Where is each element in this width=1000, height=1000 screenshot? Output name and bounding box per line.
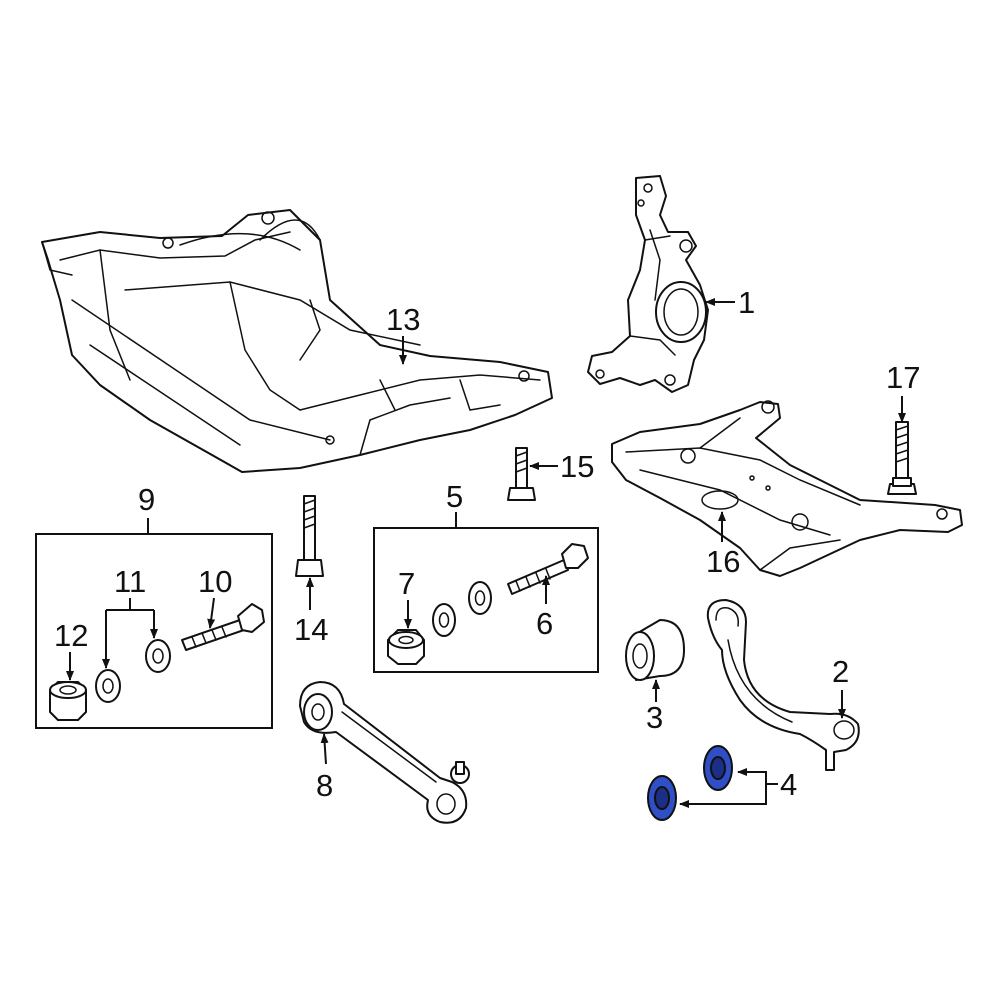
hardware-kit-box-5	[373, 527, 599, 673]
callout-2: 2	[832, 654, 849, 689]
callout-15: 15	[560, 449, 594, 484]
washer-part-11b[interactable]	[145, 639, 171, 673]
callout-13: 13	[386, 302, 420, 337]
bolt-part-6[interactable]	[507, 543, 589, 595]
callout-6: 6	[536, 606, 553, 641]
callout-labels: 1 2 3 4 5 6 7 8 9 10 11 12 13 14 15 16 1…	[54, 285, 920, 803]
bushing-part-4b[interactable]	[703, 745, 733, 791]
callout-14: 14	[294, 612, 328, 647]
washer-part-11a[interactable]	[95, 669, 121, 703]
bolt-part-17[interactable]	[887, 421, 917, 495]
callout-9: 9	[138, 482, 155, 517]
washer-part-5a[interactable]	[432, 603, 456, 637]
callout-7: 7	[398, 566, 415, 601]
callout-1: 1	[738, 285, 755, 320]
callout-12: 12	[54, 618, 88, 653]
callout-11: 11	[114, 564, 146, 599]
callout-3: 3	[646, 700, 663, 735]
callout-16: 16	[706, 544, 740, 579]
callout-5: 5	[446, 479, 463, 514]
bushing-part-4a[interactable]	[647, 775, 677, 821]
bolt-part-15[interactable]	[507, 447, 536, 501]
washer-part-5b[interactable]	[468, 581, 492, 615]
bolt-part-14[interactable]	[295, 495, 324, 577]
nut-part-12[interactable]	[49, 681, 87, 721]
engine-cradle-part-13[interactable]	[41, 209, 553, 473]
control-arm-part-2[interactable]	[706, 599, 860, 771]
callout-8: 8	[316, 768, 333, 803]
callout-17: 17	[886, 360, 920, 395]
hardware-kit-box-9	[35, 533, 273, 729]
bushing-part-3[interactable]	[625, 619, 685, 681]
nut-part-7[interactable]	[387, 629, 425, 665]
callout-4: 4	[780, 767, 797, 802]
crossmember-part-16[interactable]	[611, 400, 963, 577]
control-arm-part-8[interactable]	[299, 681, 470, 824]
steering-knuckle-part-1[interactable]	[587, 175, 709, 393]
callout-10: 10	[198, 564, 232, 599]
bolt-part-10[interactable]	[181, 603, 265, 651]
leader-lines	[66, 298, 906, 808]
